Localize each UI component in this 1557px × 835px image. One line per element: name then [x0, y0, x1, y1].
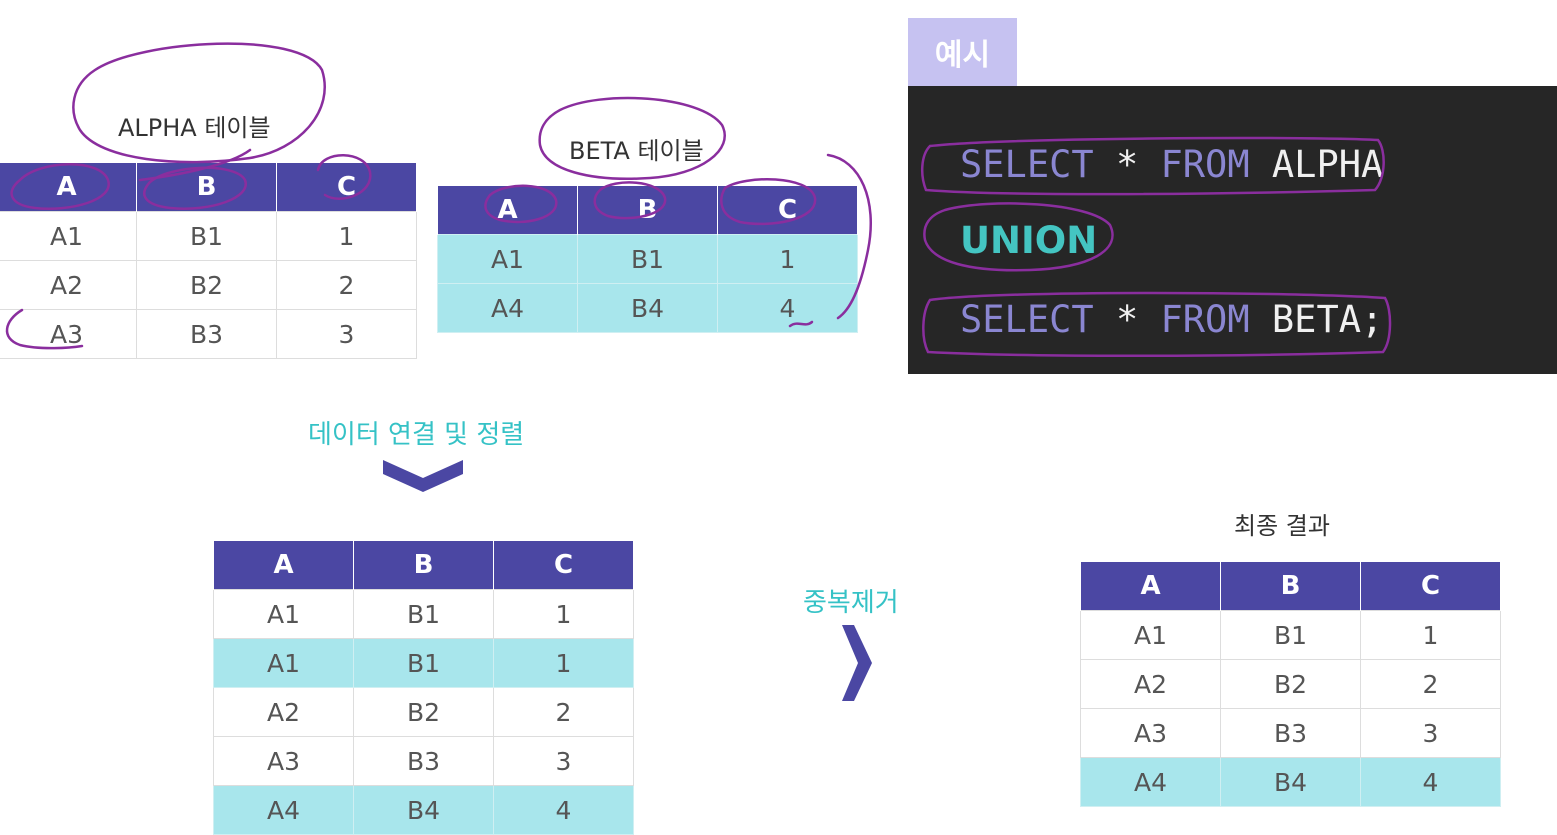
table-cell: A1 — [213, 589, 354, 639]
table-cell: A1 — [0, 211, 137, 261]
table-cell: A4 — [437, 283, 578, 333]
table-cell: B1 — [1220, 610, 1361, 660]
table-row: A1 B1 1 — [0, 211, 417, 261]
sql-line-union: UNION — [960, 219, 1098, 262]
sql-line-3: SELECT * FROM BETA; — [960, 298, 1383, 341]
column-header: B — [353, 540, 494, 590]
column-header: A — [213, 540, 354, 590]
sql-keyword: FROM — [1160, 143, 1250, 186]
column-header: C — [717, 185, 858, 235]
table-cell: B2 — [1220, 659, 1361, 709]
table-header-row: A B C — [0, 162, 417, 212]
table-cell: 3 — [1360, 708, 1501, 758]
table-cell: B2 — [353, 687, 494, 737]
example-tag: 예시 — [908, 18, 1017, 86]
column-header: A — [0, 162, 137, 212]
table-cell: B3 — [1220, 708, 1361, 758]
table-header-row: A B C — [213, 540, 634, 590]
column-header: C — [1360, 561, 1501, 611]
combined-table: A B C A1 B1 1 A1 B1 1 A2 B2 2 A3 B3 3 A4… — [213, 540, 634, 835]
table-cell: 2 — [1360, 659, 1501, 709]
column-header: B — [577, 185, 718, 235]
step-label-dedupe: 중복제거 — [803, 588, 899, 618]
table-row: A1 B1 1 — [213, 638, 634, 688]
table-row: A2 B2 2 — [213, 687, 634, 737]
table-cell: A4 — [1080, 757, 1221, 807]
table-cell: 4 — [717, 283, 858, 333]
sql-star: * — [1115, 143, 1139, 186]
table-row: A3 B3 3 — [213, 736, 634, 786]
alpha-table: A B C A1 B1 1 A2 B2 2 A3 B3 3 — [0, 162, 417, 359]
table-cell: A3 — [0, 309, 137, 359]
table-cell: 1 — [493, 589, 634, 639]
table-cell: B3 — [353, 736, 494, 786]
table-cell: A1 — [1080, 610, 1221, 660]
table-cell: B1 — [577, 234, 718, 284]
column-header: B — [136, 162, 277, 212]
table-row: A1 B1 1 — [437, 234, 858, 284]
table-cell: A2 — [0, 260, 137, 310]
table-cell: 4 — [1360, 757, 1501, 807]
sql-table-name: BETA; — [1271, 298, 1384, 341]
table-header-row: A B C — [1080, 561, 1501, 611]
table-cell: B2 — [136, 260, 277, 310]
table-row: A3 B3 3 — [0, 309, 417, 359]
sql-keyword: FROM — [1160, 298, 1250, 341]
table-cell: B3 — [136, 309, 277, 359]
sql-keyword: SELECT — [960, 143, 1094, 186]
table-cell: B1 — [353, 589, 494, 639]
table-header-row: A B C — [437, 185, 858, 235]
chevron-down-icon — [383, 460, 463, 492]
table-row: A4 B4 4 — [213, 785, 634, 835]
table-cell: A1 — [213, 638, 354, 688]
table-row: A2 B2 2 — [0, 260, 417, 310]
table-cell: A3 — [213, 736, 354, 786]
step-label-combine-sort: 데이터 연결 및 정렬 — [308, 420, 525, 450]
table-cell: 3 — [493, 736, 634, 786]
table-row: A3 B3 3 — [1080, 708, 1501, 758]
table-row: A1 B1 1 — [213, 589, 634, 639]
table-cell: B4 — [1220, 757, 1361, 807]
table-cell: B1 — [353, 638, 494, 688]
column-header: C — [493, 540, 634, 590]
column-header: A — [437, 185, 578, 235]
column-header: B — [1220, 561, 1361, 611]
sql-star: * — [1115, 298, 1139, 341]
table-cell: A2 — [1080, 659, 1221, 709]
table-cell: A3 — [1080, 708, 1221, 758]
table-cell: 3 — [276, 309, 417, 359]
table-row: A4 B4 4 — [1080, 757, 1501, 807]
table-cell: 1 — [493, 638, 634, 688]
table-cell: B1 — [136, 211, 277, 261]
table-cell: B4 — [577, 283, 718, 333]
alpha-caption-circle — [72, 42, 326, 164]
final-table: A B C A1 B1 1 A2 B2 2 A3 B3 3 A4 B4 4 — [1080, 561, 1501, 807]
beta-caption: BETA 테이블 — [569, 137, 704, 165]
final-caption: 최종 결과 — [1234, 512, 1330, 540]
table-row: A1 B1 1 — [1080, 610, 1501, 660]
table-cell: 2 — [493, 687, 634, 737]
table-cell: 1 — [276, 211, 417, 261]
table-row: A2 B2 2 — [1080, 659, 1501, 709]
sql-table-name: ALPHA — [1271, 143, 1384, 186]
sql-keyword: SELECT — [960, 298, 1094, 341]
table-cell: A4 — [213, 785, 354, 835]
column-header: C — [276, 162, 417, 212]
table-cell: 2 — [276, 260, 417, 310]
alpha-caption: ALPHA 테이블 — [118, 114, 271, 142]
table-cell: 1 — [1360, 610, 1501, 660]
sql-line-1: SELECT * FROM ALPHA — [960, 143, 1383, 186]
sql-code-panel: SELECT * FROM ALPHA UNION SELECT * FROM … — [908, 86, 1557, 374]
table-cell: 4 — [493, 785, 634, 835]
table-cell: B4 — [353, 785, 494, 835]
table-row: A4 B4 4 — [437, 283, 858, 333]
column-header: A — [1080, 561, 1221, 611]
beta-table: A B C A1 B1 1 A4 B4 4 — [437, 185, 858, 333]
chevron-right-icon — [842, 625, 872, 701]
table-cell: A1 — [437, 234, 578, 284]
table-cell: A2 — [213, 687, 354, 737]
table-cell: 1 — [717, 234, 858, 284]
